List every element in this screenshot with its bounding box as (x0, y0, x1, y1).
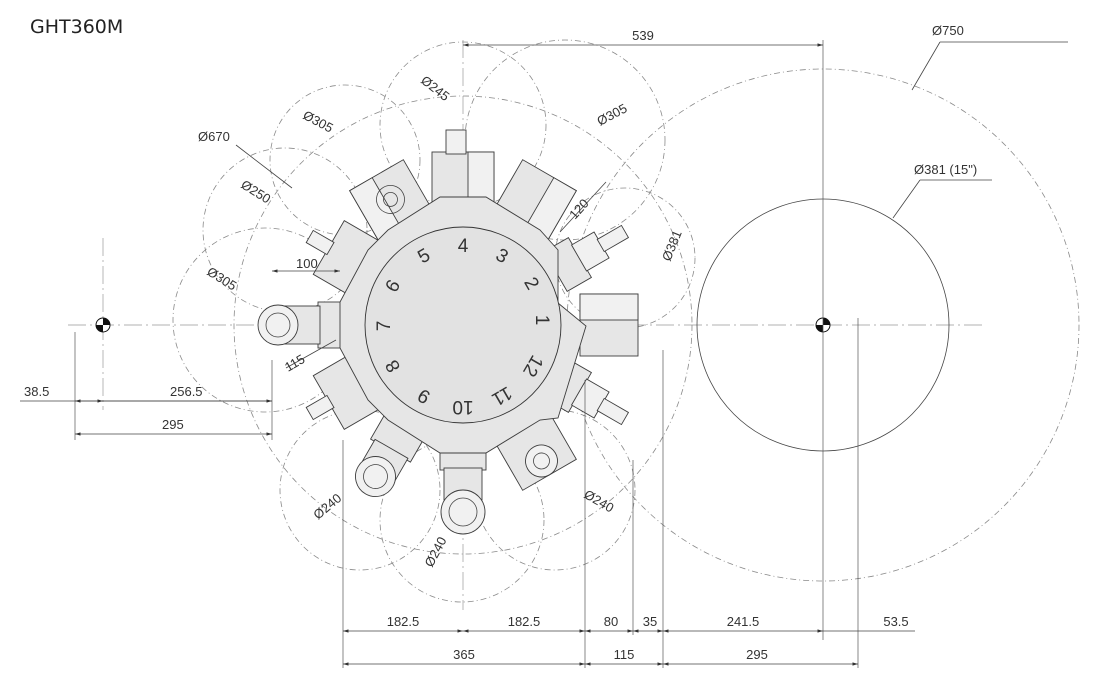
svg-text:295: 295 (746, 647, 768, 662)
svg-text:Ø381 (15"): Ø381 (15") (914, 162, 977, 177)
tool-holder-9 (355, 409, 429, 498)
svg-text:53.5: 53.5 (883, 614, 908, 629)
svg-text:Ø305: Ø305 (301, 107, 336, 135)
svg-text:4: 4 (458, 236, 469, 257)
origin-marker-left (95, 317, 111, 333)
bottom-dimensions-row2: 365 115 295 (343, 647, 858, 666)
svg-text:Ø305: Ø305 (204, 264, 239, 294)
extension-lines (74, 40, 859, 668)
tool-holder-7 (257, 301, 353, 349)
bottom-dimensions-row1: 182.5 182.5 80 35 241.5 53.5 (343, 614, 915, 633)
svg-text:Ø240: Ø240 (582, 487, 617, 516)
svg-text:Ø670: Ø670 (198, 129, 230, 144)
svg-text:Ø250: Ø250 (238, 177, 273, 207)
svg-text:100: 100 (296, 256, 318, 271)
svg-text:Ø750: Ø750 (932, 23, 964, 38)
svg-text:1: 1 (531, 315, 552, 326)
turret-disc (364, 226, 562, 424)
svg-text:241.5: 241.5 (727, 614, 760, 629)
svg-text:35: 35 (643, 614, 657, 629)
svg-text:115: 115 (282, 351, 307, 374)
svg-text:182.5: 182.5 (387, 614, 420, 629)
svg-text:Ø245: Ø245 (418, 73, 452, 104)
svg-text:Ø381: Ø381 (659, 228, 685, 263)
svg-text:115: 115 (614, 647, 635, 662)
drawing-title: GHT360M (30, 16, 124, 38)
svg-text:365: 365 (453, 647, 475, 662)
left-dimensions: 38.5 256.5 295 (20, 384, 272, 436)
svg-text:Ø305: Ø305 (594, 100, 629, 128)
tool-holder-8 (305, 354, 382, 430)
tool-holder-1 (579, 293, 639, 357)
svg-text:7: 7 (374, 321, 395, 332)
svg-text:295: 295 (162, 417, 184, 432)
svg-text:256.5: 256.5 (170, 384, 203, 399)
swing-circle-670 (233, 95, 693, 555)
svg-text:10: 10 (452, 396, 473, 417)
dim-539: 539 (463, 28, 823, 47)
svg-text:38.5: 38.5 (24, 384, 49, 399)
svg-text:80: 80 (604, 614, 618, 629)
svg-text:Ø240: Ø240 (421, 534, 449, 569)
svg-text:539: 539 (632, 28, 654, 43)
tool-holder-6 (305, 220, 382, 296)
svg-text:182.5: 182.5 (508, 614, 541, 629)
